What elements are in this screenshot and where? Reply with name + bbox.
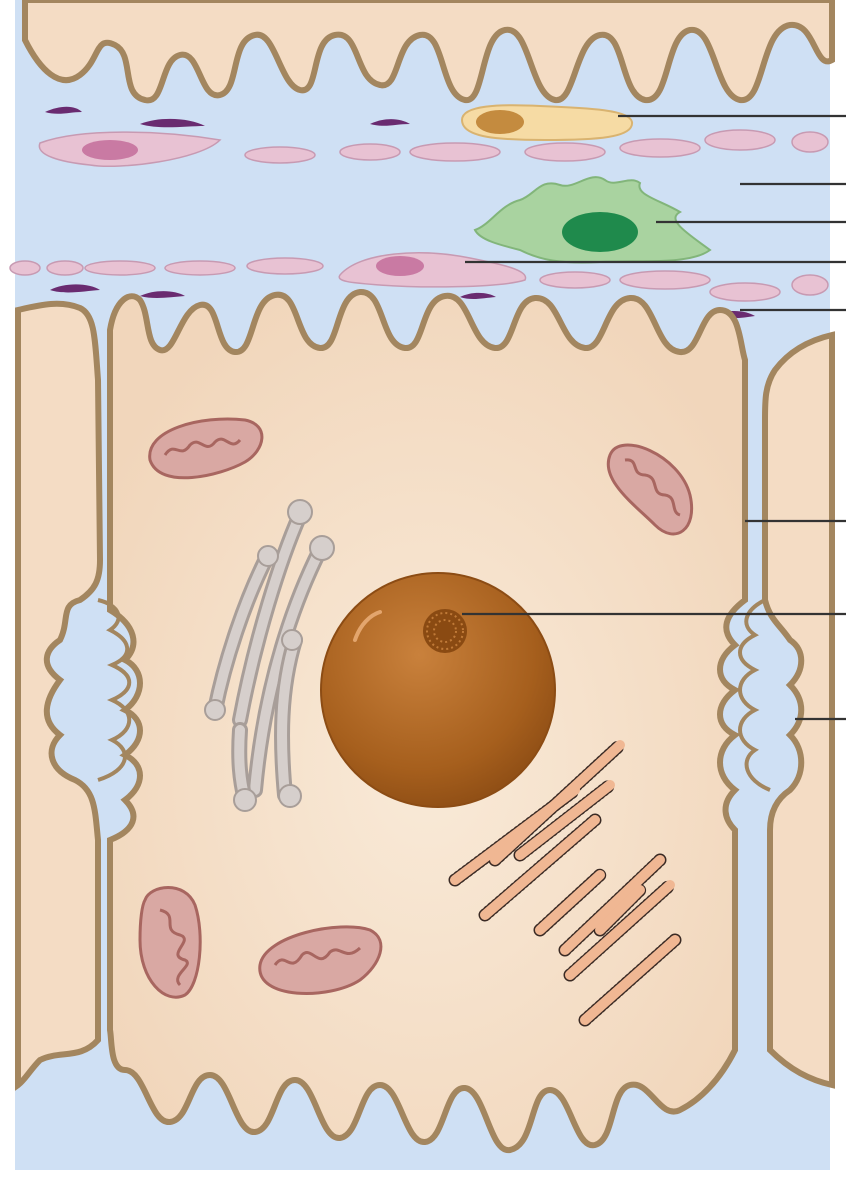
mitochondrion-3 [140,888,200,998]
nucleus [321,573,555,807]
fibroblast-nucleus-upper [82,140,138,160]
fibroblast-nucleus-lower [376,256,424,276]
nucleolus [423,609,467,653]
lymphocyte [462,105,632,140]
